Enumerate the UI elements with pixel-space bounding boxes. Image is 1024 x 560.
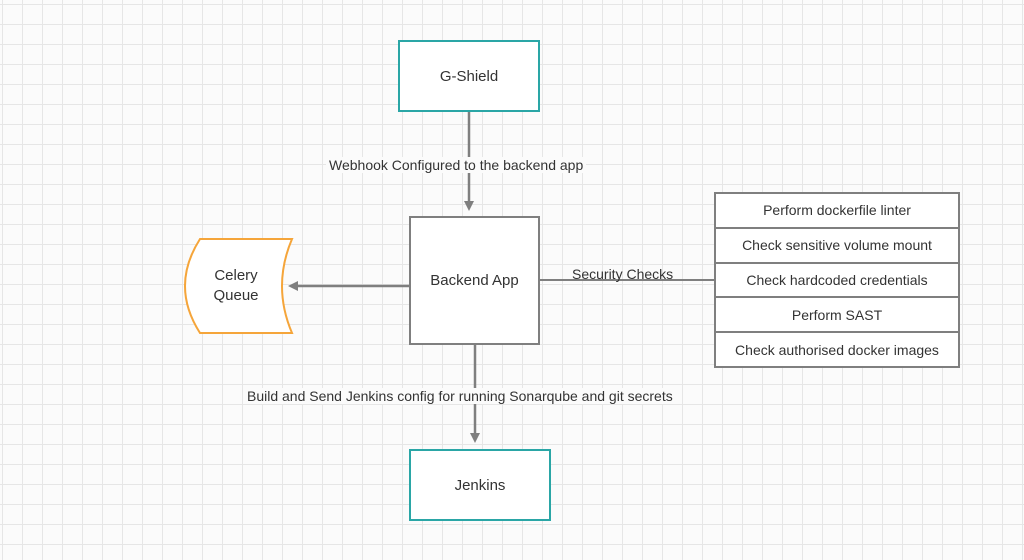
- celery-queue-label-line2: Queue: [213, 287, 259, 304]
- build-edge-label: Build and Send Jenkins config for runnin…: [244, 388, 676, 404]
- celery-queue-shape: [184, 238, 294, 334]
- build-edge-text: Build and Send Jenkins config for runnin…: [244, 388, 676, 404]
- security-checks-list: Perform dockerfile linter Check sensitiv…: [714, 192, 960, 368]
- celery-queue-label-line1: Celery: [214, 267, 258, 284]
- backend-app-label: Backend App: [430, 272, 519, 289]
- gshield-node: G-Shield: [398, 40, 540, 112]
- jenkins-label: Jenkins: [454, 476, 506, 494]
- check-item-authorised-images: Check authorised docker images: [735, 341, 939, 358]
- webhook-edge-text: Webhook Configured to the backend app: [326, 157, 587, 173]
- webhook-edge-label: Webhook Configured to the backend app: [326, 157, 587, 173]
- celery-queue-label: Celery Queue: [188, 266, 284, 306]
- check-item-hardcoded-credentials: Check hardcoded credentials: [716, 264, 958, 299]
- jenkins-node: Jenkins: [409, 449, 551, 521]
- backend-app-node: Backend App: [409, 216, 540, 345]
- check-item-sast: Perform SAST: [716, 298, 958, 334]
- gshield-label: G-Shield: [439, 67, 499, 85]
- check-item-dockerfile-linter: Perform dockerfile linter: [716, 194, 958, 229]
- security-edge-text: Security Checks: [572, 266, 674, 282]
- security-edge-label: Security Checks: [572, 266, 673, 282]
- check-item-volume-mount: Check sensitive volume mount: [716, 229, 958, 264]
